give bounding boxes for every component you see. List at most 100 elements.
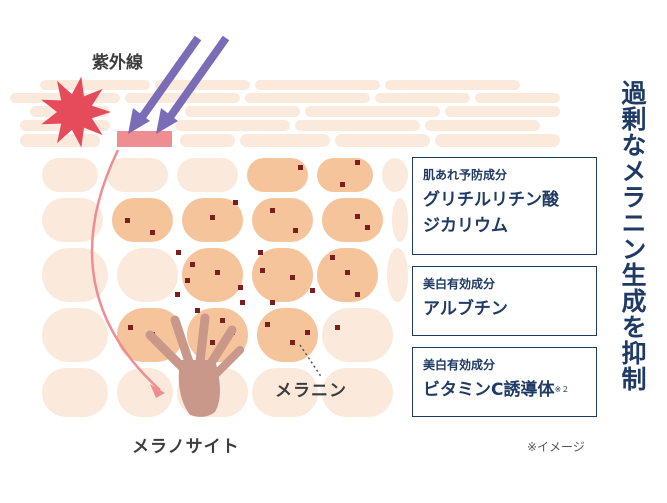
ingredient-category: 肌あれ予防成分 xyxy=(423,168,508,182)
skin-cell xyxy=(322,368,393,417)
melanin-dot xyxy=(270,300,275,305)
melanin-dot xyxy=(365,225,370,230)
dendrite xyxy=(145,330,190,375)
image-note: ※イメージ xyxy=(527,440,585,454)
flat-cell xyxy=(40,80,150,90)
flat-cell xyxy=(185,106,300,117)
melanin-dot xyxy=(220,318,225,323)
melanin-dot xyxy=(125,218,130,223)
dendrite xyxy=(195,313,210,367)
melanin-dot xyxy=(293,228,298,233)
melanin-dot xyxy=(150,230,155,235)
melanocyte-label: メラノサイト xyxy=(132,437,240,457)
skin-cell xyxy=(382,158,408,192)
melanin-dot xyxy=(210,215,215,220)
melanin-dot xyxy=(355,160,360,165)
flat-cell xyxy=(385,80,520,90)
skin-cell xyxy=(112,198,173,242)
melanin-dot xyxy=(355,214,360,219)
skin-cell xyxy=(317,158,373,192)
melanin-dot xyxy=(233,200,238,205)
dendrite xyxy=(203,325,237,373)
melanin-dot xyxy=(238,285,243,290)
melanin-dot xyxy=(335,325,340,330)
signal-curve xyxy=(90,149,161,391)
ingredient-category: 美白有効成分 xyxy=(423,358,496,372)
melanin-dot xyxy=(128,325,133,330)
skin-cell xyxy=(42,368,108,417)
uv-arrow-shaft xyxy=(164,35,230,123)
uv-arrow-head xyxy=(156,108,178,134)
skin-cell xyxy=(247,158,308,192)
skin-cell xyxy=(182,248,243,302)
vertical-title: 過剰なメラニン生成を抑制 xyxy=(618,80,647,392)
flat-cell xyxy=(180,134,235,147)
melanin-dot xyxy=(185,278,190,283)
melanin-dot xyxy=(190,262,195,267)
melanin-dot xyxy=(355,292,360,297)
skin-cell xyxy=(322,198,383,242)
melanin-dot xyxy=(176,250,181,255)
melanin-dot xyxy=(175,292,180,297)
melanin-dot xyxy=(330,255,335,260)
melanin-dot xyxy=(260,268,265,273)
ingredient-box-glycyrrhizinate: 肌あれ予防成分 グリチルリチン酸 ジカリウム xyxy=(412,157,597,255)
ingredient-category: 美白有効成分 xyxy=(423,277,496,291)
skin-cell xyxy=(42,308,108,362)
uv-hit-area xyxy=(117,131,172,147)
flat-cell xyxy=(335,134,430,147)
melanin-dot xyxy=(298,165,303,170)
skin-cell xyxy=(252,368,318,417)
skin-cell xyxy=(322,308,393,362)
flat-cell xyxy=(255,80,380,90)
uv-label: 紫外線 xyxy=(92,53,143,73)
skin-cell xyxy=(42,198,103,242)
flat-cell xyxy=(175,120,290,131)
skin-cell xyxy=(107,158,168,192)
dendrite xyxy=(170,315,195,370)
melanin-dot xyxy=(258,250,263,255)
skin-cell xyxy=(387,248,408,302)
flat-cell xyxy=(295,120,420,131)
melanocyte-body xyxy=(178,360,220,417)
flat-cell xyxy=(425,120,540,131)
footnote-mark: ※２ xyxy=(554,385,570,394)
ingredient-name-text: ビタミンC誘導体 xyxy=(423,380,555,400)
melanin-dot xyxy=(340,182,345,187)
uv-arrow-shaft xyxy=(136,35,202,123)
flat-cell xyxy=(155,80,250,90)
melanin-dot xyxy=(215,270,220,275)
ingredient-box-arbutin: 美白有効成分 アルブチン xyxy=(412,266,597,336)
ingredient-name-line: ジカリウム xyxy=(423,216,508,236)
ingredient-name-line: アルブチン xyxy=(423,299,508,319)
skin-cell xyxy=(117,248,178,302)
flat-cell xyxy=(305,106,440,117)
flat-cell xyxy=(445,106,560,117)
uv-starburst xyxy=(41,76,112,148)
dendrite xyxy=(208,346,244,382)
melanin-label: メラニン xyxy=(275,381,347,401)
flat-cell xyxy=(435,134,560,147)
skin-cell xyxy=(252,198,313,242)
flat-cell xyxy=(245,93,370,103)
melanin-dot xyxy=(345,270,350,275)
skin-cell xyxy=(392,198,408,242)
ingredient-name-line: グリチルリチン酸 xyxy=(423,190,559,210)
ingredient-box-vitamin-c: 美白有効成分 ビタミンC誘導体※２ xyxy=(412,347,597,417)
melanin-leader xyxy=(299,344,323,379)
ingredient-name-line: ビタミンC誘導体※２ xyxy=(423,377,586,403)
melanin-dot xyxy=(290,275,295,280)
skin-cell xyxy=(42,158,98,192)
skin-cell xyxy=(177,158,238,192)
signal-arrowhead xyxy=(150,384,165,398)
flat-cell xyxy=(375,93,470,103)
melanin-dot xyxy=(310,288,315,293)
skin-cell xyxy=(257,308,318,362)
melanin-dot xyxy=(270,208,275,213)
melanin-dot xyxy=(265,322,270,327)
skin-cell xyxy=(117,368,173,417)
flat-cell xyxy=(475,93,560,103)
melanin-dot xyxy=(305,330,310,335)
flat-cell xyxy=(240,134,330,147)
